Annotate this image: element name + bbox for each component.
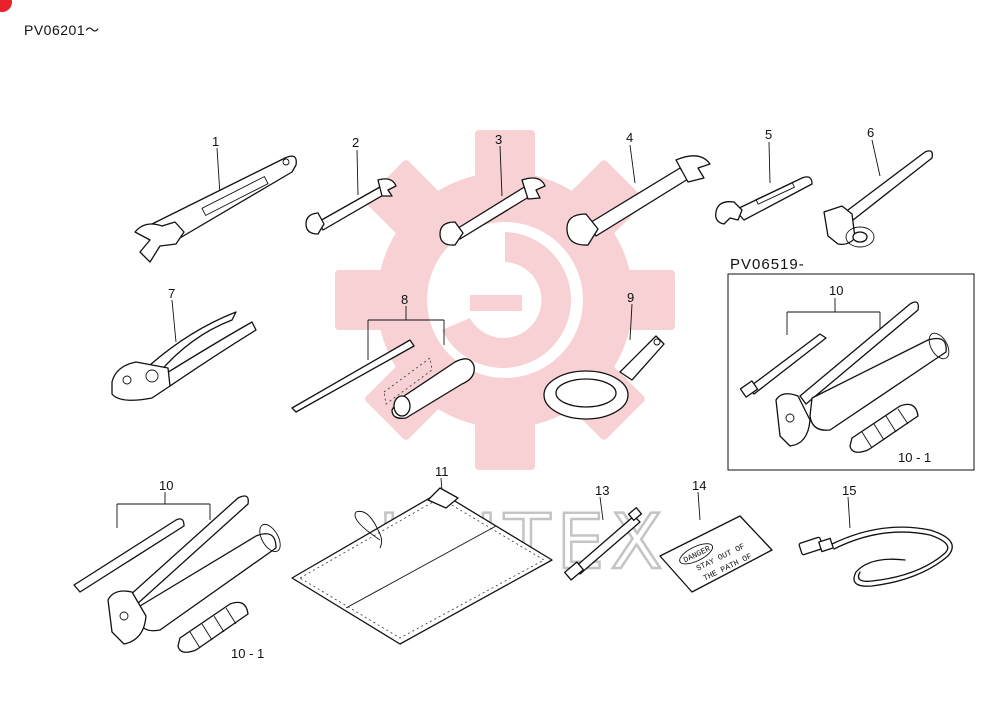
callout-3: 3 <box>495 132 502 147</box>
corner-marker <box>0 0 12 12</box>
part-11-tool-bag <box>291 477 553 645</box>
part-6-box-spanner <box>823 139 933 248</box>
callout-13: 13 <box>595 483 609 498</box>
part-1-adjustable-wrench <box>134 147 297 263</box>
callout-7: 7 <box>168 286 175 301</box>
part-10-grease-gun <box>73 492 281 653</box>
inset-frame <box>727 273 975 471</box>
callout-10-1: 10 - 1 <box>231 646 264 661</box>
callout-4: 4 <box>626 130 633 145</box>
inset-grease-gun <box>739 298 950 453</box>
callout-2: 2 <box>352 135 359 150</box>
callout-14: 14 <box>692 478 706 493</box>
part-15-grease-hose <box>798 496 953 587</box>
part-8-screwdriver <box>291 306 475 419</box>
callout-11: 11 <box>435 464 449 479</box>
callout-10: 10 <box>159 478 173 493</box>
part-2-open-end-wrench <box>305 149 397 235</box>
callout-10-1-inset: 10 - 1 <box>898 450 931 465</box>
part-5-spanner <box>715 141 813 225</box>
callout-6: 6 <box>867 125 874 140</box>
part-13-extension <box>564 496 643 581</box>
part-14-danger-sticker: DANGER STAY OUT OF THE PATH OF <box>659 491 773 593</box>
callout-10-inset: 10 <box>829 283 843 298</box>
callout-5: 5 <box>765 127 772 142</box>
part-3-open-end-wrench <box>439 145 546 246</box>
callout-9: 9 <box>627 290 634 305</box>
callout-8: 8 <box>401 292 408 307</box>
callout-15: 15 <box>842 483 856 498</box>
part-7-pliers <box>111 299 257 401</box>
part-4-open-end-wrench <box>566 144 711 246</box>
serial-range: PV06201～ <box>24 22 100 38</box>
inset-serial-label: PV06519- <box>730 256 805 273</box>
callout-1: 1 <box>212 134 219 149</box>
part-9-ring-spanner <box>543 303 665 420</box>
